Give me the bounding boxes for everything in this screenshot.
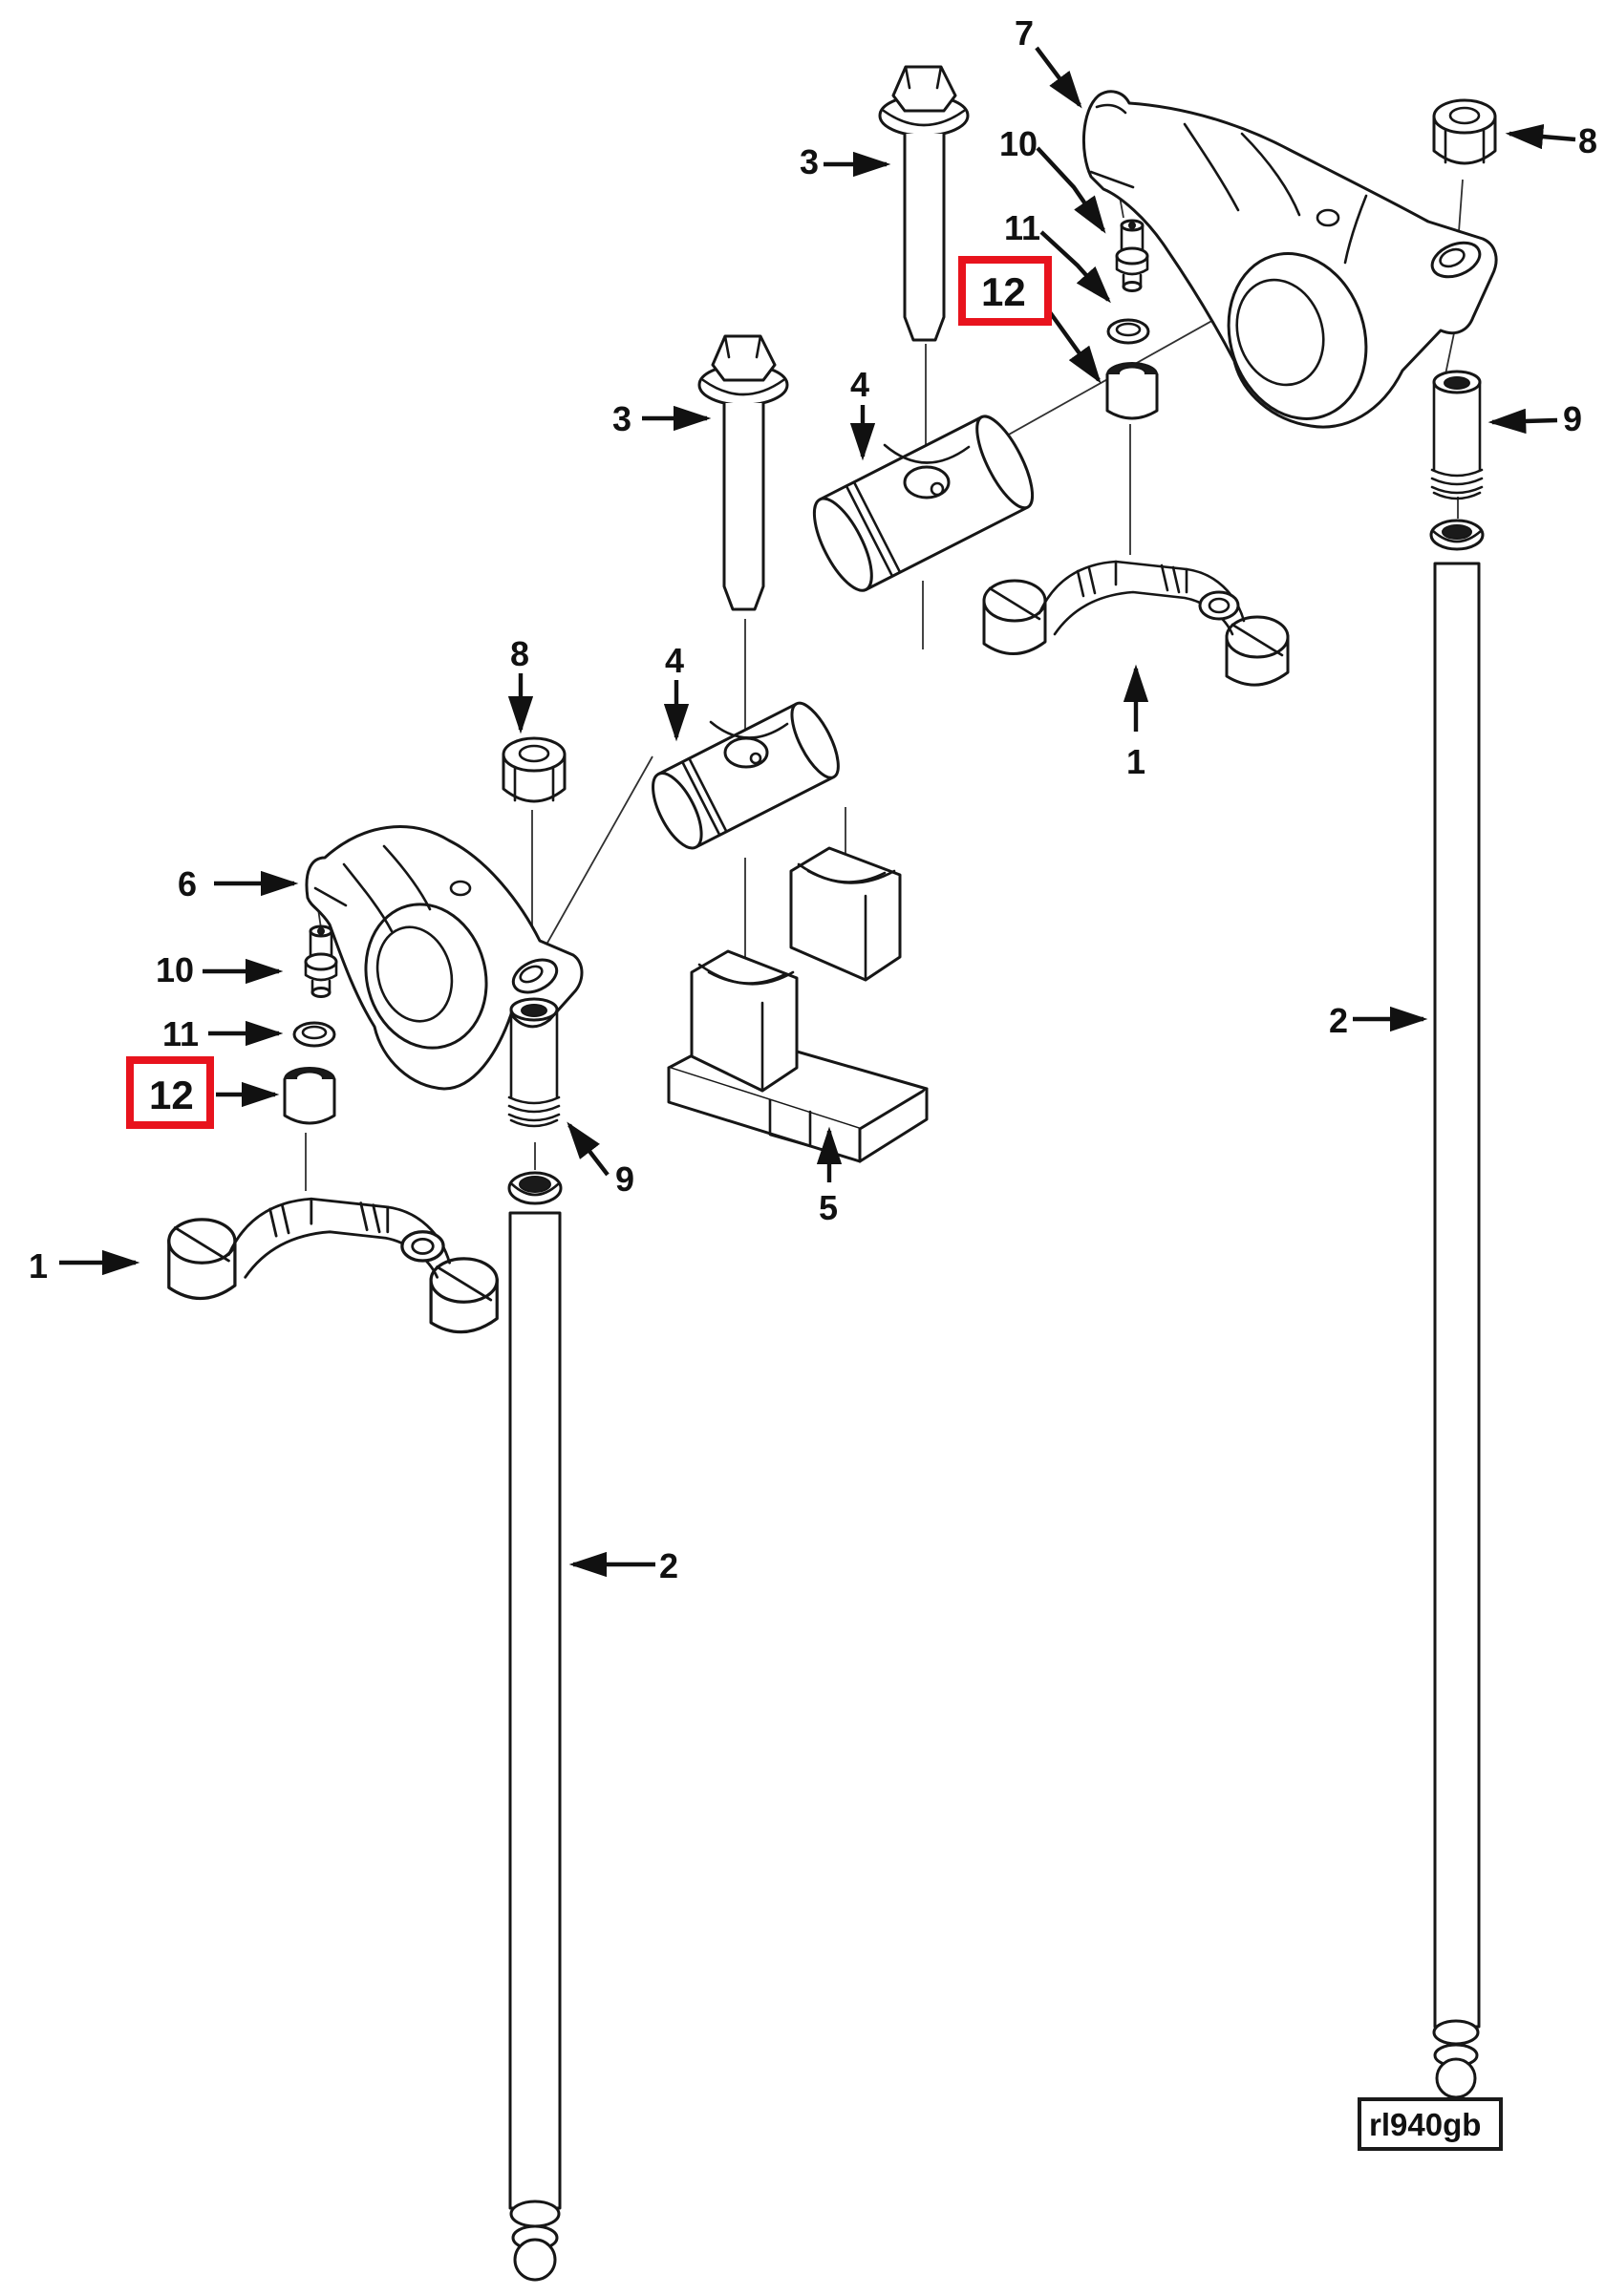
right-adjusting-screw [1115, 219, 1149, 292]
callout-4-upper: 4 [850, 365, 869, 404]
callout-6: 6 [178, 864, 197, 904]
right-crosshead [982, 560, 1290, 687]
leader-lines [305, 148, 1464, 1191]
right-socket [1430, 370, 1484, 500]
callout-11-right: 11 [1004, 208, 1040, 247]
right-o-ring [1106, 318, 1150, 345]
upper-trunnion [812, 415, 1035, 592]
callout-8-right: 8 [1578, 121, 1597, 160]
callout-9-right: 9 [1563, 399, 1582, 438]
pedestal [667, 846, 929, 1163]
left-push-rod [507, 1171, 563, 2282]
left-rocker-arm [305, 825, 584, 1091]
callout-arrows [59, 46, 1576, 1578]
right-push-rod [1429, 519, 1485, 2099]
callout-3-lower: 3 [612, 399, 631, 438]
figure-code: rl940gb [1358, 2097, 1503, 2151]
left-crosshead [167, 1197, 499, 1334]
callout-10-right: 10 [999, 124, 1038, 163]
right-rocker-arm [1081, 90, 1498, 429]
callout-5: 5 [819, 1188, 838, 1227]
callout-8-left: 8 [510, 634, 529, 673]
left-adjusting-screw [304, 925, 338, 998]
right-nut [1432, 98, 1497, 165]
figure-code-box [1358, 2097, 1503, 2151]
callout-12-left: 12 [149, 1073, 194, 1117]
lower-trunnion [652, 701, 840, 850]
upper-flange-bolt [878, 65, 970, 342]
left-bushing [283, 1066, 336, 1125]
callout-labels: 7 3 8 10 11 12 3 4 9 4 8 6 1 10 11 12 5 … [29, 13, 1597, 1585]
lower-flange-bolt [697, 334, 789, 611]
highlight-box-12-right [958, 256, 1052, 326]
left-nut [502, 736, 567, 803]
callout-3-upper: 3 [800, 142, 819, 181]
callout-9-left: 9 [615, 1159, 634, 1199]
callout-12-right: 12 [981, 269, 1026, 314]
callout-11-left: 11 [162, 1014, 199, 1053]
highlight-box-12-left [126, 1056, 214, 1129]
callout-1-left: 1 [29, 1246, 48, 1286]
figure-code-text: rl940gb [1369, 2107, 1481, 2142]
left-o-ring [292, 1021, 336, 1048]
callout-2-left: 2 [659, 1546, 678, 1585]
callout-7: 7 [1015, 13, 1034, 53]
callout-4-lower: 4 [665, 641, 684, 680]
right-bushing [1105, 361, 1159, 420]
callout-10-left: 10 [156, 950, 194, 989]
callout-1-right: 1 [1126, 742, 1145, 781]
callout-2-right: 2 [1329, 1001, 1348, 1040]
